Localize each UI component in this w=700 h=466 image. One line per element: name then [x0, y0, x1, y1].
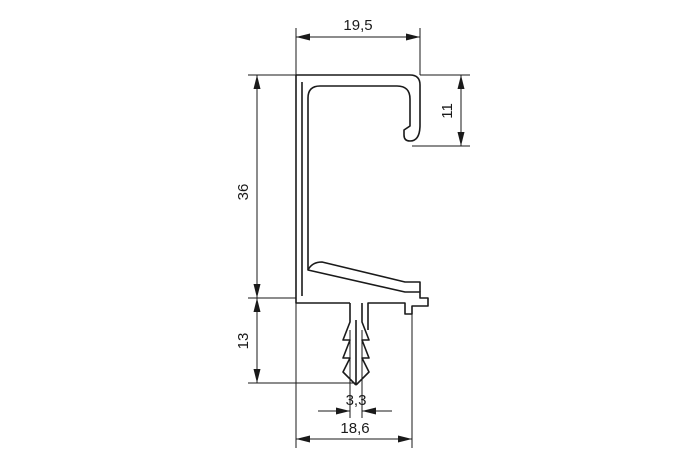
profile-outer-contour	[296, 74, 429, 330]
lip-height-label: 11	[439, 103, 456, 119]
body-height-label: 36	[235, 184, 252, 201]
arrow-right	[406, 33, 420, 41]
profile-stem	[342, 303, 370, 386]
arrow-down	[457, 132, 465, 146]
arrow-up	[457, 75, 465, 89]
dim-stem-height: 13	[235, 298, 356, 384]
stem-width-label: 3,3	[346, 392, 367, 409]
bottom-width-label: 18,6	[340, 420, 369, 437]
stem-height-label: 13	[235, 333, 252, 350]
arrow-down	[253, 369, 261, 383]
arrow-left	[296, 33, 310, 41]
dim-top-width: 19,5	[295, 17, 421, 75]
arrow-up	[253, 75, 261, 89]
dim-stem-width: 3,3	[318, 330, 392, 418]
arrow-left	[296, 435, 310, 443]
dim-body-height: 36	[235, 74, 296, 299]
arrow-up	[253, 298, 261, 312]
dim-bottom-width: 18,6	[295, 303, 413, 448]
arrow-down	[253, 284, 261, 298]
profile-outline	[295, 74, 429, 330]
arrow-right	[398, 435, 412, 443]
stem-right-barbs	[355, 303, 370, 386]
top-width-label: 19,5	[343, 17, 372, 34]
stem-left-barbs	[342, 303, 357, 386]
dim-lip-height: 11	[412, 74, 470, 147]
profile-inner-wall	[295, 75, 350, 304]
arrow-right	[336, 407, 350, 415]
profile-chamfer	[307, 261, 421, 292]
arrow-left	[362, 407, 376, 415]
